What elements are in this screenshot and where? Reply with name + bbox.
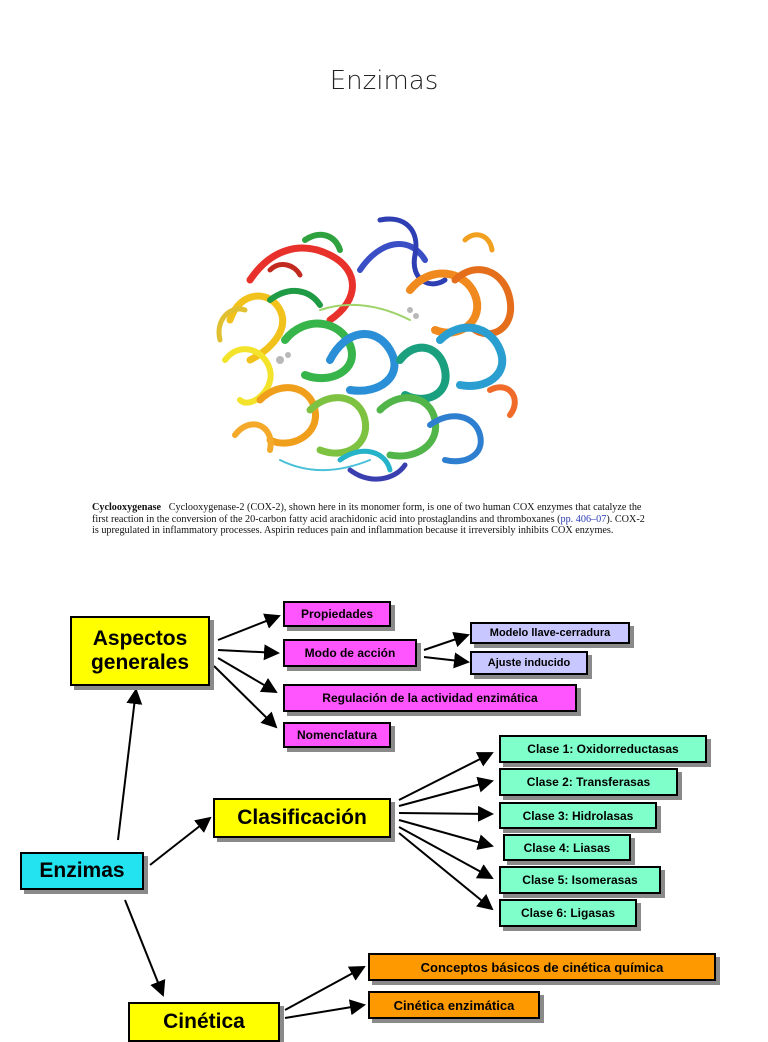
clase-5-label: Clase 5: Isomerasas [522, 873, 638, 887]
cox2-protein-image [216, 216, 518, 482]
caption-title: Cyclooxygenase [92, 502, 162, 513]
cinetica-label: Cinética [163, 1010, 245, 1033]
caption-text-end: ). COX-2 is upregulated in inflammatory … [92, 513, 645, 537]
caption-page-link[interactable]: pp. 406–07 [560, 513, 607, 525]
clase-6-box: Clase 6: Ligasas [499, 899, 637, 927]
enzimas-root-label: Enzimas [39, 859, 125, 882]
enzimas-root-box: Enzimas [20, 852, 144, 890]
regulacion-label: Regulación de la actividad enzimática [322, 691, 538, 705]
propiedades-box: Propiedades [283, 601, 391, 627]
modo-accion-label: Modo de acción [304, 646, 396, 660]
clase-4-label: Clase 4: Liasas [523, 840, 611, 855]
modo-accion-box: Modo de acción [283, 639, 417, 667]
nomenclatura-box: Nomenclatura [283, 722, 391, 748]
clase-3-label: Clase 3: Hidrolasas [522, 808, 634, 823]
conceptos-box: Conceptos básicos de cinética química [368, 953, 716, 981]
clase-5-box: Clase 5: Isomerasas [499, 866, 661, 894]
clase-6-label: Clase 6: Ligasas [520, 906, 616, 920]
cinetica-box: Cinética [128, 1002, 280, 1042]
clasificacion-label: Clasificación [237, 806, 367, 829]
clase-2-label: Clase 2: Transferasas [526, 775, 651, 789]
ajuste-inducido-box: Ajuste inducido [470, 651, 588, 675]
figure-caption: Cyclooxygenase Cyclooxygenase-2 (COX-2),… [92, 502, 652, 537]
ajuste-inducido-label: Ajuste inducido [487, 657, 571, 669]
cinetica-enzimatica-label: Cinética enzimática [393, 997, 515, 1013]
clase-2-box: Clase 2: Transferasas [499, 768, 678, 796]
clase-3-box: Clase 3: Hidrolasas [499, 802, 657, 829]
cinetica-enzimatica-box: Cinética enzimática [368, 991, 540, 1019]
regulacion-box: Regulación de la actividad enzimática [283, 684, 577, 712]
clasificacion-box: Clasificación [213, 798, 391, 838]
aspectos-generales-label: Aspectos generales [90, 627, 190, 674]
modelo-llave-box: Modelo llave-cerradura [470, 622, 630, 644]
caption-text: Cyclooxygenase-2 (COX-2), shown here in … [92, 502, 642, 525]
propiedades-label: Propiedades [300, 607, 374, 621]
page-title: Enzimas [329, 66, 439, 96]
conceptos-label: Conceptos básicos de cinética química [420, 959, 664, 975]
clase-4-box: Clase 4: Liasas [503, 834, 631, 861]
modelo-llave-label: Modelo llave-cerradura [489, 627, 611, 639]
clase-1-label: Clase 1: Oxidorreductasas [527, 742, 679, 756]
nomenclatura-label: Nomenclatura [296, 728, 378, 742]
clase-1-box: Clase 1: Oxidorreductasas [499, 735, 707, 763]
aspectos-generales-box: Aspectos generales [70, 616, 210, 686]
